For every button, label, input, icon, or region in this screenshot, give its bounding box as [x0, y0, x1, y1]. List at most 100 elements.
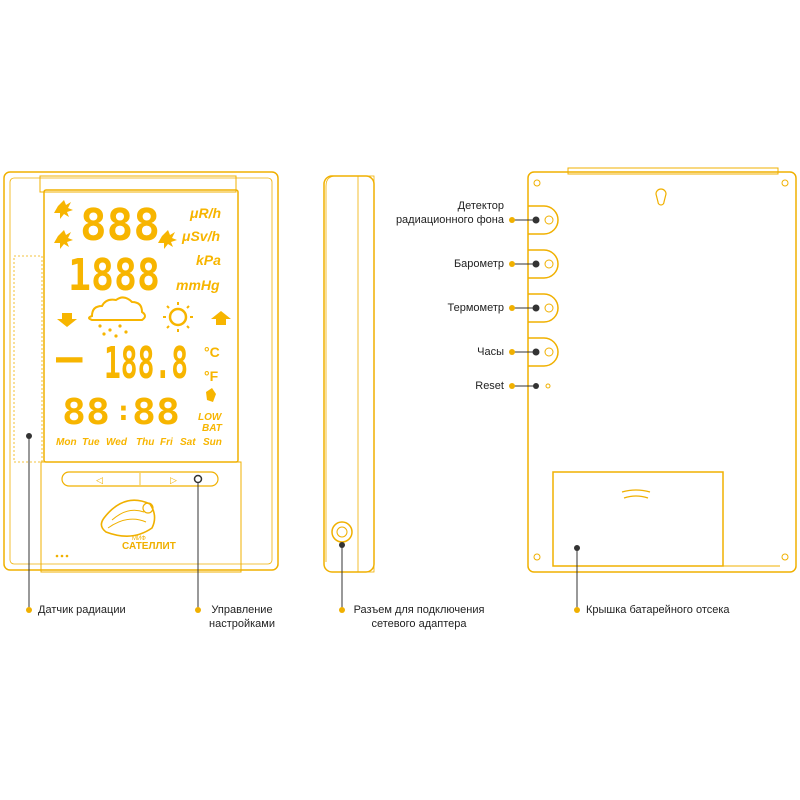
label-bullet — [509, 383, 515, 389]
radiation-icon — [54, 230, 73, 249]
side-edge-line — [325, 175, 337, 562]
weekday-row: Mon Tue Wed Thu Fri Sat Sun — [56, 437, 222, 448]
logo-swirl-icon — [100, 499, 156, 537]
sensor-bump-radiation — [528, 205, 559, 235]
low-battery-line2: BAT — [202, 423, 223, 434]
arrow-down-icon — [57, 313, 77, 327]
logo-line1: МИФ — [132, 536, 146, 542]
label-settings-line1: Управление — [211, 604, 273, 616]
label-bullet — [574, 607, 580, 613]
left-button[interactable]: ◁ — [96, 476, 103, 486]
front-display-text: 888 μR/h μSv/h 1888 kPa mmHg – 188.8 °C … — [56, 200, 223, 434]
radiation-value: 888 — [80, 200, 160, 251]
label-radiation-sensor: Датчик радиации — [38, 604, 126, 616]
sensor-bump-thermometer — [528, 293, 559, 323]
front-display-icons — [54, 200, 231, 402]
temperature-unit-f: °F — [204, 368, 219, 384]
pressure-value: 1888 — [68, 250, 160, 301]
front-controls: ◁ ▷ — [96, 476, 177, 486]
label-clock: Часы — [477, 346, 504, 358]
side-view — [323, 175, 375, 573]
side-body-outline — [323, 175, 375, 573]
callout-dots — [26, 216, 580, 613]
front-body-inner — [9, 177, 273, 565]
wall-mount-hole-icon — [655, 188, 667, 206]
radiation-unit-usv: μSv/h — [181, 228, 220, 244]
front-dots — [55, 554, 69, 558]
weekday: Fri — [160, 437, 173, 448]
sensor-hole — [544, 347, 554, 357]
callout-dot — [574, 545, 580, 551]
screw-icon — [533, 179, 541, 187]
callout-dot — [193, 474, 203, 484]
callout-dot — [339, 542, 345, 548]
temperature-value: 188.8 — [104, 338, 188, 389]
sensor-bump-clock — [528, 337, 559, 367]
sensor-hole — [544, 259, 554, 269]
arrow-up-icon — [211, 311, 231, 325]
back-body-outline — [527, 171, 797, 573]
label-bullet — [509, 349, 515, 355]
reset-hole[interactable] — [545, 383, 551, 389]
label-thermometer: Термометр — [447, 302, 505, 314]
callout-dot — [532, 216, 540, 224]
logo-line2: САТЕЛЛИТ — [122, 541, 176, 552]
label-radiation-detector-line1: Детектор — [457, 200, 504, 212]
label-bullet — [195, 607, 201, 613]
weekday: Tue — [82, 437, 100, 448]
back-view — [527, 167, 797, 573]
right-button[interactable]: ▷ — [170, 476, 177, 486]
front-lower-panel — [40, 461, 242, 573]
low-battery-line1: LOW — [198, 412, 223, 423]
label-bullet — [509, 305, 515, 311]
callout-dot — [532, 260, 540, 268]
satellite-logo: МИФ САТЕЛЛИТ — [100, 499, 176, 552]
weekday: Sat — [180, 437, 196, 448]
weekday: Mon — [56, 437, 77, 448]
battery-cover[interactable] — [552, 471, 724, 567]
screw-icon — [533, 553, 541, 561]
label-adapter: Разъем для подключения сетевого адаптера — [346, 603, 492, 631]
clock-minutes: 88 — [132, 392, 180, 433]
sensor-hole — [544, 303, 554, 313]
back-top-edge — [567, 167, 779, 175]
radiation-icon — [158, 230, 177, 249]
front-control-bar — [61, 471, 219, 487]
callout-dot — [532, 304, 540, 312]
clock-separator: : — [115, 394, 132, 427]
logo-globe-icon — [142, 502, 154, 514]
clock-hours: 88 — [62, 392, 110, 433]
callout-dot — [533, 383, 539, 389]
temperature-unit-c: °C — [204, 344, 220, 360]
front-view — [3, 171, 279, 573]
callout-dot — [532, 348, 540, 356]
weekday: Thu — [136, 437, 154, 448]
adapter-port-inner[interactable] — [336, 526, 348, 538]
sun-icon — [163, 302, 193, 332]
radiation-unit-ur: μR/h — [189, 205, 221, 221]
label-radiation-detector-line2: радиационного фона — [395, 214, 504, 226]
cloud-rain-icon — [88, 296, 146, 338]
logo-lines-icon — [107, 509, 147, 529]
label-bullet — [339, 607, 345, 613]
label-reset: Reset — [475, 380, 504, 392]
label-bullet — [509, 261, 515, 267]
temperature-sign: – — [56, 332, 83, 383]
side-back-edge — [357, 175, 375, 573]
battery-cover-latch-icon — [621, 489, 651, 499]
weekday: Wed — [106, 437, 128, 448]
weekday: Sun — [203, 437, 222, 448]
label-battery-cover: Крышка батарейного отсека — [586, 604, 730, 616]
front-body-outline — [3, 171, 279, 571]
pressure-unit-kpa: kPa — [196, 252, 221, 268]
radiation-sensor-area — [13, 255, 43, 463]
label-settings-control: Управление настройками — [180, 603, 304, 631]
label-adapter-line1: Разъем для подключения — [353, 604, 485, 616]
label-settings-line2: настройками — [209, 618, 275, 630]
sensor-hole — [544, 215, 554, 225]
screw-icon — [781, 179, 789, 187]
label-adapter-line2: сетевого адаптера — [371, 618, 467, 630]
adapter-port-outer — [331, 521, 353, 543]
front-top-edge — [39, 175, 237, 193]
